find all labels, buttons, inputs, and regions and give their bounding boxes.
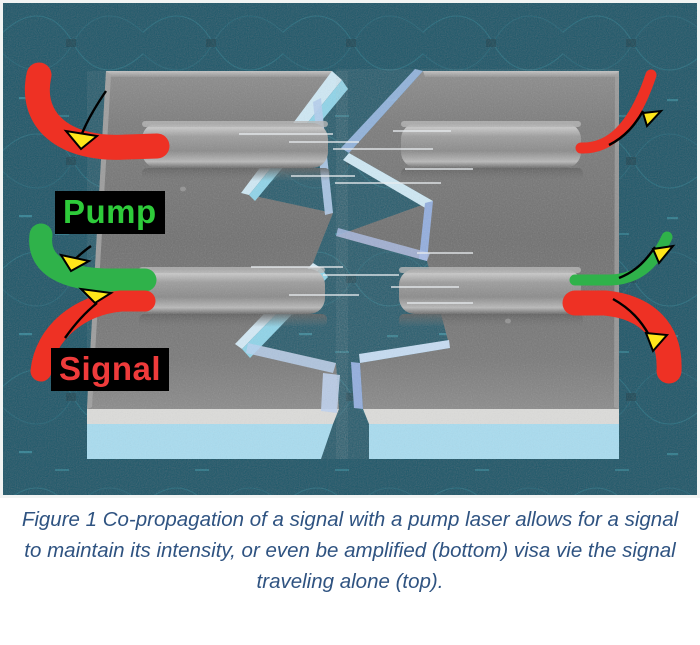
chip-right-bevel bbox=[614, 71, 619, 409]
chip-top-bevel-left bbox=[106, 71, 332, 77]
cut-face-right-a bbox=[341, 69, 423, 153]
waveguide-bottom-right bbox=[399, 267, 583, 327]
beam-pump-in-bottom bbox=[29, 223, 157, 292]
arrowhead-pump-out-bottom bbox=[651, 244, 676, 265]
chip-left-half bbox=[87, 71, 348, 459]
arrowhead-signal-in-bottom bbox=[78, 287, 114, 305]
figure-image: Pump Signal bbox=[0, 0, 700, 498]
beam-signal-out-top bbox=[575, 69, 664, 154]
cut-face-right-e bbox=[359, 340, 450, 363]
beam-signal-in-top bbox=[25, 62, 170, 160]
chip-right-half bbox=[336, 69, 619, 459]
arrowhead-pump-in-bottom bbox=[58, 253, 92, 273]
sem-scale-ticks bbox=[239, 130, 473, 304]
cut-face-right-b bbox=[343, 153, 433, 209]
waveguide-top-right bbox=[401, 121, 583, 181]
sem-illustration bbox=[3, 3, 697, 495]
arrowhead-signal-out-bottom bbox=[644, 331, 670, 353]
cut-face-right-c bbox=[419, 201, 433, 261]
substrate-cyan-left bbox=[87, 424, 333, 459]
substrate-gray-right bbox=[363, 409, 619, 424]
beam-signal-out-bottom bbox=[562, 290, 682, 384]
cut-face-right-f bbox=[351, 362, 363, 409]
substrate-cyan-right bbox=[369, 424, 619, 459]
cut-face-left-e bbox=[321, 373, 340, 413]
substrate-gray-left bbox=[87, 409, 339, 424]
signal-label: Signal bbox=[51, 348, 170, 391]
waveguide-top-left bbox=[142, 121, 330, 192]
beam-pump-out-bottom bbox=[569, 231, 676, 286]
cut-face-left-d bbox=[246, 343, 336, 373]
chip-top-bevel-right bbox=[423, 71, 619, 77]
waveguide-bottom-left bbox=[139, 267, 327, 327]
arrowhead-signal-out-top bbox=[641, 109, 664, 128]
figure-caption: Figure 1 Co-propagation of a signal with… bbox=[21, 508, 679, 594]
pump-label: Pump bbox=[55, 191, 165, 234]
arrowhead-signal-in-top bbox=[63, 129, 100, 151]
beam-signal-in-bottom bbox=[30, 287, 156, 382]
cut-face-right-d bbox=[336, 228, 430, 261]
